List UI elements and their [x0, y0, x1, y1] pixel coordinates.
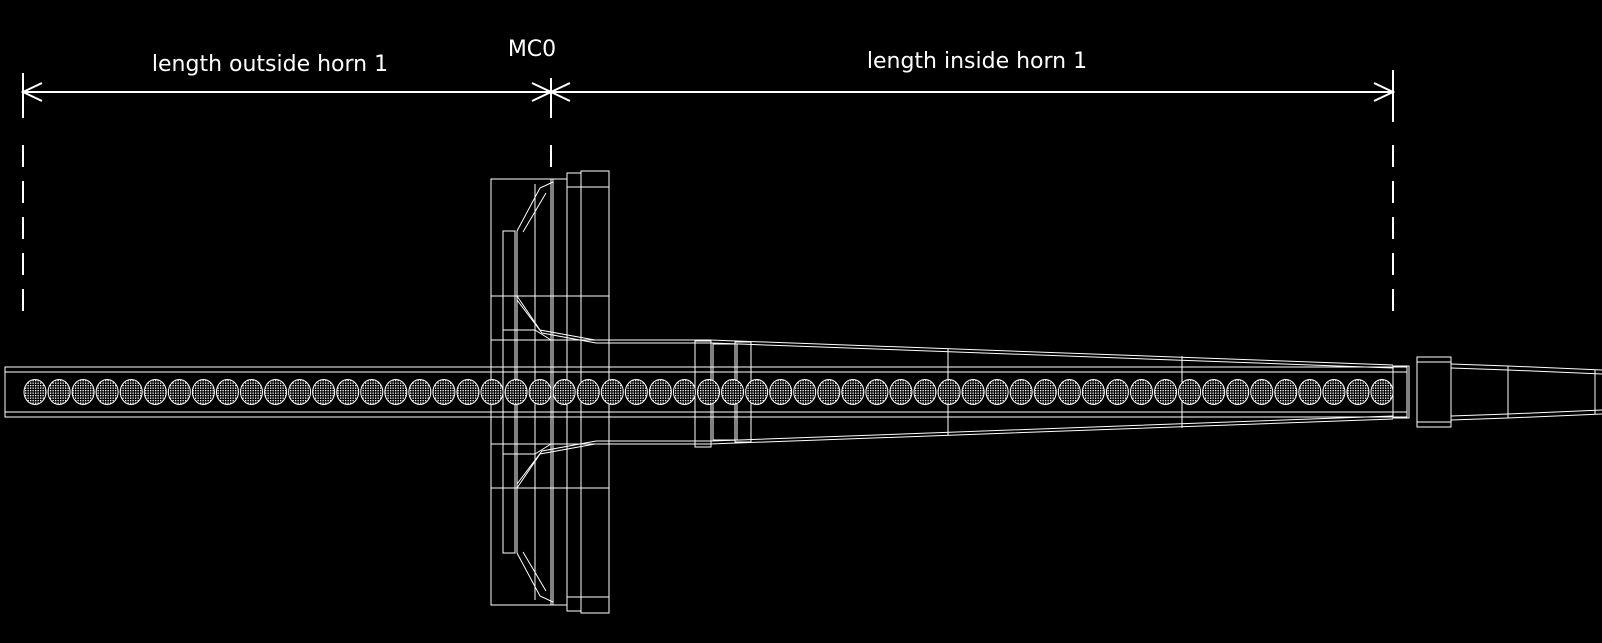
dimension-inside — [548, 70, 1396, 122]
target-segment — [1322, 379, 1346, 405]
target-segment — [167, 379, 191, 405]
target-segment — [1250, 379, 1274, 405]
target-segment — [408, 379, 432, 405]
target-segment — [528, 379, 552, 405]
target-segment — [191, 379, 215, 405]
target-segment — [721, 379, 745, 405]
label-length-outside-horn: length outside horn 1 — [152, 52, 388, 77]
target-segment — [817, 379, 841, 405]
target-segment — [600, 379, 624, 405]
target-segment — [865, 379, 889, 405]
target-segment — [1346, 379, 1370, 405]
target-segment — [769, 379, 793, 405]
target-segment — [432, 379, 456, 405]
target-segment — [745, 379, 769, 405]
target-segment — [1129, 379, 1153, 405]
target-segment — [889, 379, 913, 405]
target-segment — [576, 379, 600, 405]
target-segment — [1057, 379, 1081, 405]
downstream-fitting — [1392, 356, 1602, 428]
target-segment — [552, 379, 576, 405]
target-segment — [360, 379, 384, 405]
target-segment — [1154, 379, 1178, 405]
target-segment — [1298, 379, 1322, 405]
label-length-inside-horn: length inside horn 1 — [867, 49, 1087, 74]
target-segment — [143, 379, 167, 405]
label-mc0: MC0 — [508, 37, 556, 62]
target-segment — [239, 379, 263, 405]
target-segment — [504, 379, 528, 405]
target-segment — [336, 379, 360, 405]
target-segment — [312, 379, 336, 405]
target-segment — [793, 379, 817, 405]
target-segment — [215, 379, 239, 405]
target-segment — [1178, 379, 1202, 405]
target-segments — [23, 379, 1394, 405]
target-segment — [624, 379, 648, 405]
dimension-outside — [20, 73, 554, 118]
target-segment — [913, 379, 937, 405]
target-segment — [384, 379, 408, 405]
target-segment — [841, 379, 865, 405]
target-segment — [23, 379, 47, 405]
target-segment — [985, 379, 1009, 405]
target-segment — [1274, 379, 1298, 405]
target-segment — [1105, 379, 1129, 405]
target-segment — [480, 379, 504, 405]
target-segment — [1009, 379, 1033, 405]
target-segment — [937, 379, 961, 405]
target-segment — [95, 379, 119, 405]
target-segment — [1370, 379, 1394, 405]
target-segment — [697, 379, 720, 405]
target-segment — [119, 379, 143, 405]
target-segment — [1226, 379, 1250, 405]
target-segment — [1202, 379, 1226, 405]
target-segment — [1081, 379, 1105, 405]
target-segment — [672, 379, 696, 405]
target-segment — [288, 379, 312, 405]
target-segment — [456, 379, 480, 405]
target-segment — [264, 379, 288, 405]
target-segment — [961, 379, 985, 405]
target-tube — [4, 366, 1408, 418]
target-segment — [1033, 379, 1057, 405]
target-segment — [71, 379, 95, 405]
target-segment — [47, 379, 71, 405]
target-segment — [648, 379, 672, 405]
